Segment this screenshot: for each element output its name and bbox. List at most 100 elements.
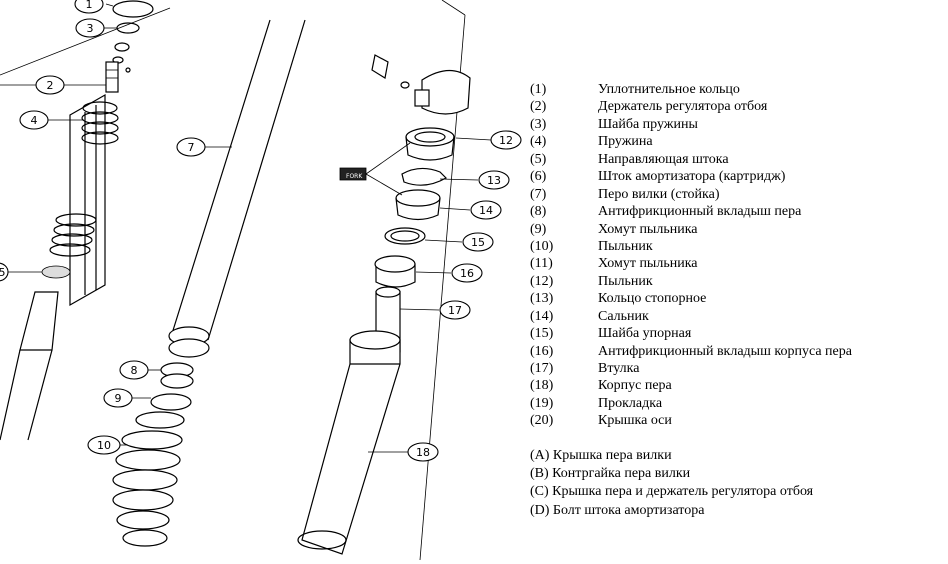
part-fork-cap bbox=[421, 69, 471, 115]
legend-desc: Втулка bbox=[598, 361, 640, 376]
legend-num: (16) bbox=[530, 343, 554, 359]
legend-row: (17) Втулка bbox=[530, 360, 940, 377]
legend-row: (15)Шайба упорная bbox=[530, 325, 940, 342]
legend-num: (17) bbox=[530, 361, 554, 376]
part-thrust-washer bbox=[384, 227, 426, 245]
fork-tag-label: FORK bbox=[346, 173, 363, 180]
legend-desc: Прокладка bbox=[598, 395, 663, 411]
legend-desc: Пружина bbox=[598, 134, 653, 150]
legend-row: (9) Хомут пыльника bbox=[530, 221, 940, 238]
legend-desc: Перо вилки (стойка) bbox=[598, 186, 720, 202]
callout-2 bbox=[35, 75, 65, 95]
note-item: (A) Крышка пера вилки bbox=[530, 447, 672, 463]
legend-num: (12) bbox=[530, 273, 554, 289]
legend-row: (3) Шайба пружины bbox=[530, 116, 940, 133]
exploded-fork-diagram: FORK 1 2 3 4 bbox=[0, 0, 522, 561]
frame-line bbox=[441, 0, 466, 16]
callout-5 bbox=[0, 262, 9, 282]
fork-cap-assembly bbox=[371, 54, 471, 115]
legend-num: (13) bbox=[530, 291, 554, 307]
parts-legend: (1) Уплотнительное кольцо (2)Держатель ре… bbox=[530, 81, 940, 520]
assembly-notes: (A) Крышка пера вилки (B) Контргайка пер… bbox=[530, 447, 940, 520]
callout-12-label: 12 bbox=[499, 134, 513, 147]
callout-17 bbox=[439, 300, 471, 320]
callout-4-label: 4 bbox=[31, 114, 38, 127]
part-boot-clamp bbox=[150, 393, 192, 411]
legend-num: (6) bbox=[530, 169, 547, 185]
legend-desc: Шайба пружины bbox=[598, 116, 698, 132]
callouts: 1 2 3 4 5 7 8 9 10 bbox=[0, 0, 522, 462]
legend-num: (15) bbox=[530, 326, 554, 342]
legend-num: (10) bbox=[530, 238, 554, 254]
legend-row: (11) Хомут пыльника bbox=[530, 255, 940, 272]
part-o-ring bbox=[112, 0, 154, 18]
legend-row: (10) Пыльник bbox=[530, 238, 940, 255]
legend-num: (9) bbox=[530, 221, 547, 237]
part-cartridge-rod bbox=[69, 93, 106, 307]
fork-tag bbox=[339, 167, 367, 181]
part-cartridge-bolt bbox=[371, 54, 389, 79]
callout-10 bbox=[87, 435, 121, 455]
legend-desc: Хомут пыльника bbox=[598, 221, 698, 237]
legend-row: (16) Антифрикционный вкладыш корпуса пера bbox=[530, 343, 940, 360]
callout-5-label: 5 bbox=[0, 266, 6, 279]
callout-8 bbox=[119, 360, 149, 380]
legend-row: (5) Направляющая штока bbox=[530, 151, 940, 168]
legend-desc: Шток амортизатора (картридж) bbox=[598, 169, 786, 185]
callout-18 bbox=[407, 442, 439, 462]
callout-14-label: 14 bbox=[479, 204, 493, 217]
note-item: (B) Контргайка пера вилки bbox=[530, 466, 691, 482]
legend-row: (13) Кольцо стопорное bbox=[530, 290, 940, 307]
legend-row: (12)Пыльник bbox=[530, 273, 940, 290]
callout-18-label: 18 bbox=[416, 446, 430, 459]
callout-3-label: 3 bbox=[87, 22, 94, 35]
legend-row: (20)Крышка оси bbox=[530, 412, 940, 429]
part-rebound-holder bbox=[105, 61, 119, 93]
legend-desc: Держатель регулятора отбоя bbox=[598, 99, 768, 115]
legend-row: (19)Прокладка bbox=[530, 395, 940, 412]
note-item: (C) Крышка пера и держатель регулятора о… bbox=[530, 484, 814, 500]
callout-10-label: 10 bbox=[97, 439, 111, 452]
legend-desc: Антифрикционный вкладыш пера bbox=[598, 204, 802, 220]
legend-num: (4) bbox=[530, 134, 547, 150]
callout-15-label: 15 bbox=[471, 236, 485, 249]
part-circlip bbox=[401, 167, 447, 186]
callout-13 bbox=[478, 170, 510, 190]
part-small-ring bbox=[114, 42, 130, 52]
callout-13-label: 13 bbox=[487, 174, 501, 187]
callout-7 bbox=[176, 137, 206, 157]
part-outer-tube bbox=[301, 339, 401, 555]
legend-desc: Пыльник bbox=[598, 238, 653, 254]
legend-num: (1) bbox=[530, 82, 547, 97]
callout-7-label: 7 bbox=[188, 141, 195, 154]
legend-desc: Кольцо стопорное bbox=[598, 291, 707, 307]
part-cartridge-lower bbox=[19, 291, 59, 351]
legend-num: (18) bbox=[530, 378, 554, 394]
callout-4 bbox=[19, 110, 49, 130]
legend-num: (8) bbox=[530, 204, 547, 220]
legend-row: (8) Антифрикционный вкладыш пера bbox=[530, 203, 940, 220]
part-dust-seal bbox=[405, 127, 455, 147]
legend-desc: Сальник bbox=[598, 308, 649, 324]
legend-num: (3) bbox=[530, 116, 547, 132]
callout-12 bbox=[490, 130, 522, 150]
legend-num: (14) bbox=[530, 308, 554, 324]
part-ball bbox=[125, 67, 131, 73]
legend-num: (11) bbox=[530, 256, 553, 272]
callout-1 bbox=[74, 0, 104, 14]
legend-row: (14) Сальник bbox=[530, 308, 940, 325]
legend-desc: Крышка оси bbox=[598, 413, 672, 429]
legend-row: (1) Уплотнительное кольцо bbox=[530, 81, 940, 98]
legend-row: (2)Держатель регулятора отбоя bbox=[530, 98, 940, 115]
legend-desc: Хомут пыльника bbox=[598, 256, 698, 272]
legend-desc: Уплотнительное кольцо bbox=[598, 82, 740, 97]
legend-desc: Направляющая штока bbox=[598, 151, 729, 167]
fork-tube bbox=[168, 19, 306, 358]
legend-desc: Антифрикционный вкладыш корпуса пера bbox=[598, 343, 852, 359]
callout-8-label: 8 bbox=[131, 364, 138, 377]
part-oil-seal bbox=[395, 189, 441, 207]
part-dust-boot bbox=[112, 411, 185, 547]
legend-num: (5) bbox=[530, 151, 547, 167]
callout-3 bbox=[75, 18, 105, 38]
